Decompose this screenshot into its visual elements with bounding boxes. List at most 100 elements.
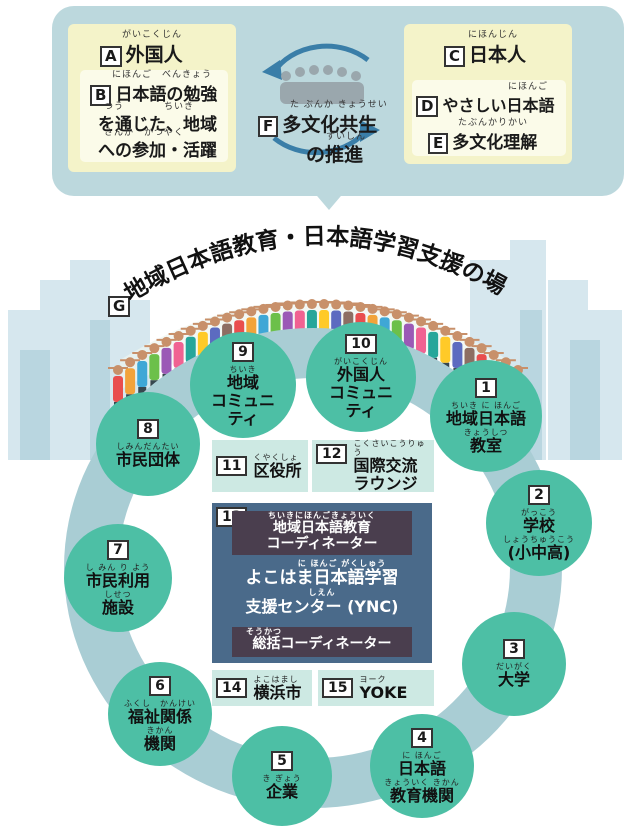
ruby-5: き ぎょう [262,774,302,783]
node-9: 9 ちいき 地域 コミュニ ティ [190,332,296,438]
node-3: 3 だいがく 大学 [462,612,566,716]
node-1: 1 ちいき に ほんご 地域日本語 きょうしつ 教室 [430,360,542,472]
num-12: 12 [316,444,348,464]
label-5: 企業 [265,782,298,801]
person-figure [416,327,427,354]
label-3: 大学 [497,670,530,689]
ruby-9: ちいき [229,365,257,374]
ruby-13t2: しえん [308,588,336,597]
label-6a: 福祉関係 [127,706,192,726]
ruby-12: こくさいこうりゅう [353,439,426,457]
ruby-6: ふくし かんけい [124,698,196,708]
general-coordinator-band: そうかつ 総括コーディネーター [232,627,412,657]
ruby-1: ちいき に ほんご [450,400,522,410]
ruby-F2: すいしん [326,132,367,142]
ruby-E: たぶんかりかい [458,118,529,128]
ruby-4: に ほんご [402,750,442,760]
label-10b: コミュニ [328,383,393,402]
text-C: 日本人 [469,44,527,66]
ruby-13a: ちいきにほんごきょういく [268,511,376,520]
ync-title: に ほんご がくしゅう よこはま日本語学習 しえん 支援センター (YNC) [212,559,432,616]
text-E: 多文化理解 [452,133,538,153]
ruby-C: にほんじん [468,30,519,40]
ruby-8: しみんだんたい [116,442,180,451]
num-8: 8 [137,419,159,439]
ruby-6b: きかん [146,725,174,735]
person-figure [428,331,439,358]
node-2: 2 がっこう 学校 しょうちゅうこう (小中高) [486,470,592,576]
cycle-arrows-icon [262,43,380,156]
ruby-B2: つう ちいき [104,102,195,112]
label-9c: ティ [227,409,259,428]
node-4: 4 に ほんご 日本語 きょういく きかん 教育機関 [370,714,474,818]
person-head [125,357,136,368]
ruby-7: し みん り よう [85,562,151,572]
text-D: やさしい日本語 [442,96,555,115]
label-7b: 施設 [101,597,134,617]
ruby-A: がいこくじん [122,30,183,40]
num-10: 10 [345,334,377,354]
person-figure [149,354,160,381]
label-15: YOKE [359,682,408,702]
ruby-10: がいこくじん [334,357,388,366]
text-13t2: 支援センター (YNC) [245,597,399,616]
svg-text:地域日本語教育・日本語学習支援の場: 地域日本語教育・日本語学習支援の場 [120,224,510,307]
ruby-13c: そうかつ [246,627,282,636]
label-12a: 国際交流 [353,456,418,475]
label-12b: ラウンジ [353,474,418,493]
label-11: 区役所 [253,460,302,480]
ruby-4b: きょういく きかん [384,777,460,787]
text-B2: を通じた、地域 [98,115,217,135]
num-3: 3 [503,639,525,659]
label-9a: 地域 [226,373,259,392]
label-G-tag: G [108,296,134,317]
intl-lounge-box: 12 こくさいこうりゅう 国際交流 ラウンジ [312,439,434,493]
ruby-13t: に ほんご がくしゅう [297,559,387,568]
num-9: 9 [232,342,254,362]
ruby-B3: さんか かつやく [104,128,185,138]
ruby-F1: た ぶんか きょうせい [290,100,388,110]
node-10: 10 がいこくじん 外国人 コミュニ ティ [306,322,416,432]
person-figure [403,323,414,350]
ruby-14: よこはまし [253,674,299,684]
tag-E: E [428,133,449,154]
tag-F: F [258,116,279,137]
ruby-2b: しょうちゅうこう [503,534,575,544]
node-7: 7 し みん り よう 市民利用 しせつ 施設 [64,524,172,632]
tag-G: G [108,296,131,317]
person-figure [161,347,172,374]
ward-office-box: 11 くやくしょ 区役所 [212,440,308,492]
num-15: 15 [322,678,354,698]
text-B3: への参加・活躍 [98,141,217,161]
text-13b: コーディネーター [266,536,378,552]
num-14: 14 [216,678,248,698]
support-place-title: 地域日本語教育・日本語学習支援の場 [120,224,510,307]
coordinator-band: ちいきにほんごきょういく 地域日本語教育 コーディネーター [232,511,412,555]
bubble-tail [312,190,346,210]
label-4b: 教育機関 [389,785,454,805]
ruby-D: にほんご [508,82,549,92]
text-13a: 地域日本語教育 [273,520,371,536]
ruby-7b: しせつ [104,589,132,599]
ruby-3: だいがく [496,662,532,671]
person-head [137,349,148,360]
ync-center-box: 13 ちいきにほんごきょういく 地域日本語教育 コーディネーター に ほんご が… [212,503,432,663]
label-10c: ティ [345,401,377,420]
num-1: 1 [475,377,497,398]
label-10a: 外国人 [336,365,385,384]
node-8: 8 しみんだんたい 市民団体 [96,392,200,496]
ruby-15: ヨーク [359,674,387,684]
label-1a: 地域日本語 [445,408,526,428]
label-2b: (小中高) [507,542,571,562]
text-F1: 多文化共生 [282,114,378,136]
num-4: 4 [411,727,433,748]
yokohama-city-box: 14 よこはまし 横浜市 [212,670,312,706]
ruby-11: くやくしょ [253,452,299,462]
label-1b: 教室 [469,435,502,455]
tag-C: C [444,46,466,67]
text-13c: 総括コーディネーター [252,636,392,652]
